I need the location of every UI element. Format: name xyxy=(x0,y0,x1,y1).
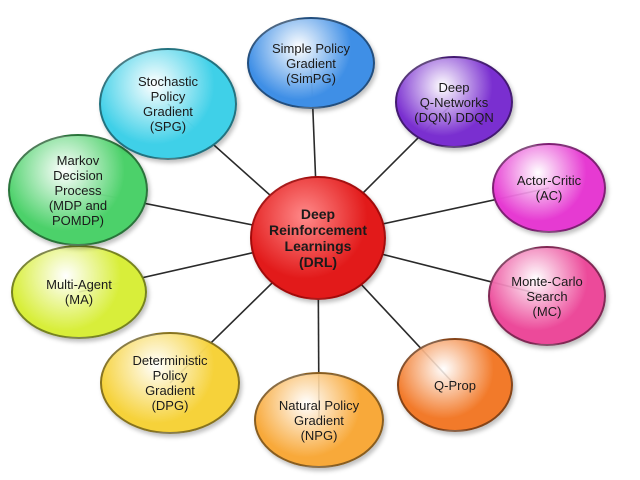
node-simple-policy-gradient: Simple Policy Gradient (SimPG) xyxy=(247,17,375,109)
node-stochastic-policy-gradient: Stochastic Policy Gradient (SPG) xyxy=(99,48,237,160)
node-label: Q-Prop xyxy=(434,377,476,393)
center-node-label: Deep Reinforcement Learnings (DRL) xyxy=(268,206,368,270)
node-actor-critic: Actor-Critic (AC) xyxy=(492,143,606,233)
node-label: Actor-Critic (AC) xyxy=(516,173,582,203)
node-label: Deep Q-Networks (DQN) DDQN xyxy=(414,79,494,125)
node-label: Multi-Agent (MA) xyxy=(46,277,112,307)
node-label: Markov Decision Process (MDP and POMDP) xyxy=(48,152,108,228)
node-label: Stochastic Policy Gradient (SPG) xyxy=(138,74,198,134)
node-q-prop: Q-Prop xyxy=(397,338,513,432)
node-label: Monte-Carlo Search (MC) xyxy=(511,273,583,319)
node-label: Deterministic Policy Gradient (DPG) xyxy=(132,353,208,413)
node-monte-carlo-search: Monte-Carlo Search (MC) xyxy=(488,246,606,346)
node-label: Simple Policy Gradient (SimPG) xyxy=(271,40,351,86)
node-natural-policy-gradient: Natural Policy Gradient (NPG) xyxy=(254,372,384,468)
node-deterministic-policy-gradient: Deterministic Policy Gradient (DPG) xyxy=(100,332,240,434)
center-node-drl: Deep Reinforcement Learnings (DRL) xyxy=(250,176,386,300)
node-multi-agent: Multi-Agent (MA) xyxy=(11,245,147,339)
node-label: Natural Policy Gradient (NPG) xyxy=(278,397,360,443)
node-deep-q-networks: Deep Q-Networks (DQN) DDQN xyxy=(395,56,513,148)
node-markov-decision-process: Markov Decision Process (MDP and POMDP) xyxy=(8,134,148,246)
